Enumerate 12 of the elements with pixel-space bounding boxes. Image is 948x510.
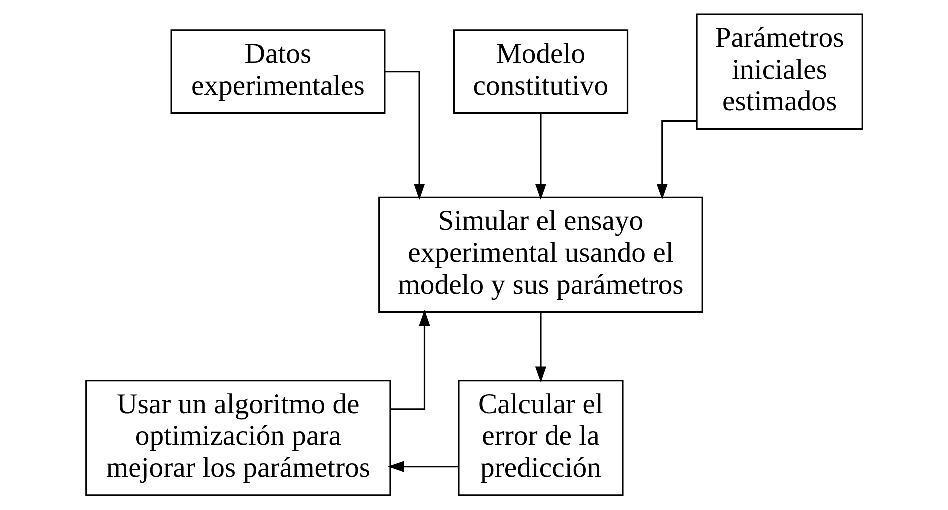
- arrow: [388, 461, 458, 472]
- node-box: Parámetros iniciales estimados: [696, 14, 863, 130]
- node-box: Modelo constitutivo: [452, 30, 628, 114]
- arrow: [656, 120, 696, 200]
- node-box: Datos experimentales: [170, 30, 386, 114]
- arrow: [534, 312, 546, 383]
- arrow: [534, 113, 546, 200]
- arrow: [390, 310, 430, 410]
- arrow: [384, 71, 425, 200]
- node-box: Usar un algoritmo de optimización para mejorar los parámetros: [85, 380, 391, 496]
- node-box: Calcular el error de la predicción: [458, 380, 624, 496]
- node-box: Simular el ensayo experimental usando el modelo y sus parámetros: [378, 196, 703, 314]
